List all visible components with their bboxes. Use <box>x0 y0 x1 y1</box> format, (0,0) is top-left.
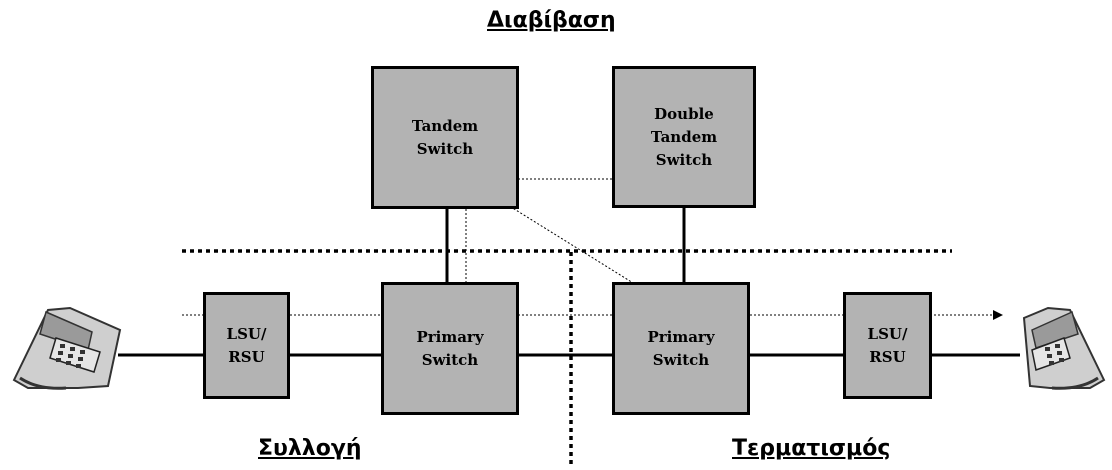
lsu-rsu-left-node: LSU/ RSU <box>203 292 290 399</box>
tandem-call-path <box>465 178 685 315</box>
primary-switch-left-label: Primary Switch <box>416 327 484 369</box>
primary-switch-right-label: Primary Switch <box>647 327 715 369</box>
lsu-rsu-left-label: LSU/ RSU <box>226 324 267 366</box>
telephone-icon <box>1022 306 1106 390</box>
telephone-icon <box>12 306 122 390</box>
double-tandem-switch-label: Double Tandem Switch <box>650 104 718 169</box>
transit-heading: Διαβίβαση <box>487 8 616 33</box>
lsu-rsu-right-label: LSU/ RSU <box>867 324 908 366</box>
tandem-switch-node: Tandem Switch <box>371 66 519 209</box>
primary-switch-left-node: Primary Switch <box>381 282 519 415</box>
termination-heading: Τερματισμός <box>732 436 891 461</box>
tandem-switch-label: Tandem Switch <box>411 116 479 158</box>
lsu-rsu-right-node: LSU/ RSU <box>843 292 932 399</box>
collection-heading: Συλλογή <box>258 436 362 461</box>
double-tandem-switch-node: Double Tandem Switch <box>612 66 756 208</box>
primary-switch-right-node: Primary Switch <box>612 282 750 415</box>
